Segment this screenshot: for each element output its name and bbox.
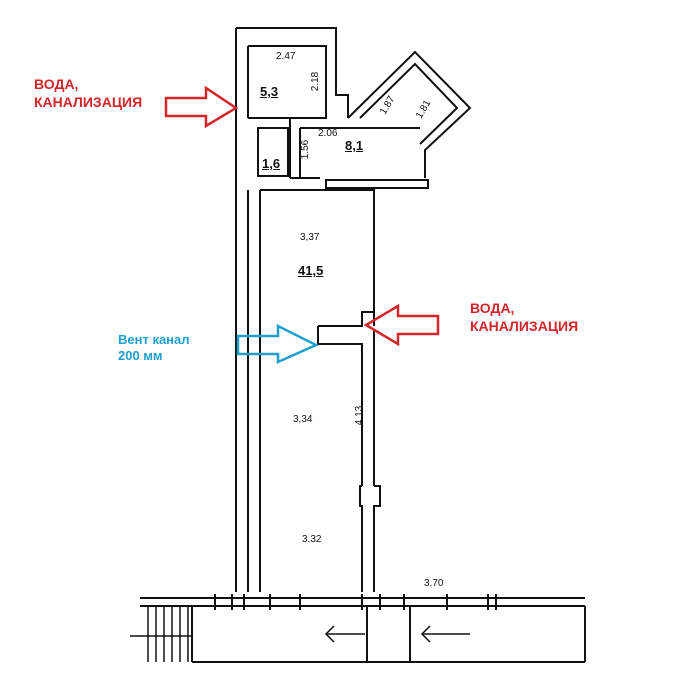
area-main-room: 41,5 [298, 263, 324, 278]
water-arrow-mid [363, 303, 440, 347]
dim-bathroom-depth: 2.18 [310, 71, 322, 92]
dim-corridor-width: 2.06 [318, 128, 338, 139]
water-label-top-line2: КАНАЛИЗАЦИЯ [34, 93, 143, 110]
area-bathroom: 5,3 [260, 84, 279, 99]
dim-facade-width: 3.70 [424, 578, 444, 589]
dim-room-width-top: 3,37 [300, 232, 320, 243]
facade-ticks [214, 594, 497, 610]
entry-arrows [324, 625, 470, 643]
water-label-mid-line1: ВОДА, [470, 300, 515, 316]
dim-room-length: 4.13 [354, 405, 366, 426]
area-toilet: 1,6 [262, 156, 281, 171]
vent-label: Вент канал 200 мм [118, 332, 190, 365]
dim-bathroom-width: 2.47 [276, 51, 296, 62]
water-label-mid-line2: КАНАЛИЗАЦИЯ [470, 317, 579, 334]
dim-room-width-bottom: 3.32 [302, 534, 322, 545]
area-corridor: 8,1 [345, 138, 364, 153]
water-label-top-line1: ВОДА, [34, 76, 79, 92]
water-arrow-top [164, 85, 239, 129]
water-label-mid: ВОДА, КАНАЛИЗАЦИЯ [470, 300, 578, 335]
walls [140, 27, 586, 663]
dim-room-width-mid: 3,34 [293, 414, 313, 425]
vent-label-line1: Вент канал [118, 332, 190, 347]
vent-arrow [236, 323, 319, 364]
water-label-top: ВОДА, КАНАЛИЗАЦИЯ [34, 76, 142, 111]
stairs [130, 606, 192, 662]
dim-corridor-side: 1.56 [300, 139, 312, 160]
vent-label-line2: 200 мм [118, 348, 163, 364]
